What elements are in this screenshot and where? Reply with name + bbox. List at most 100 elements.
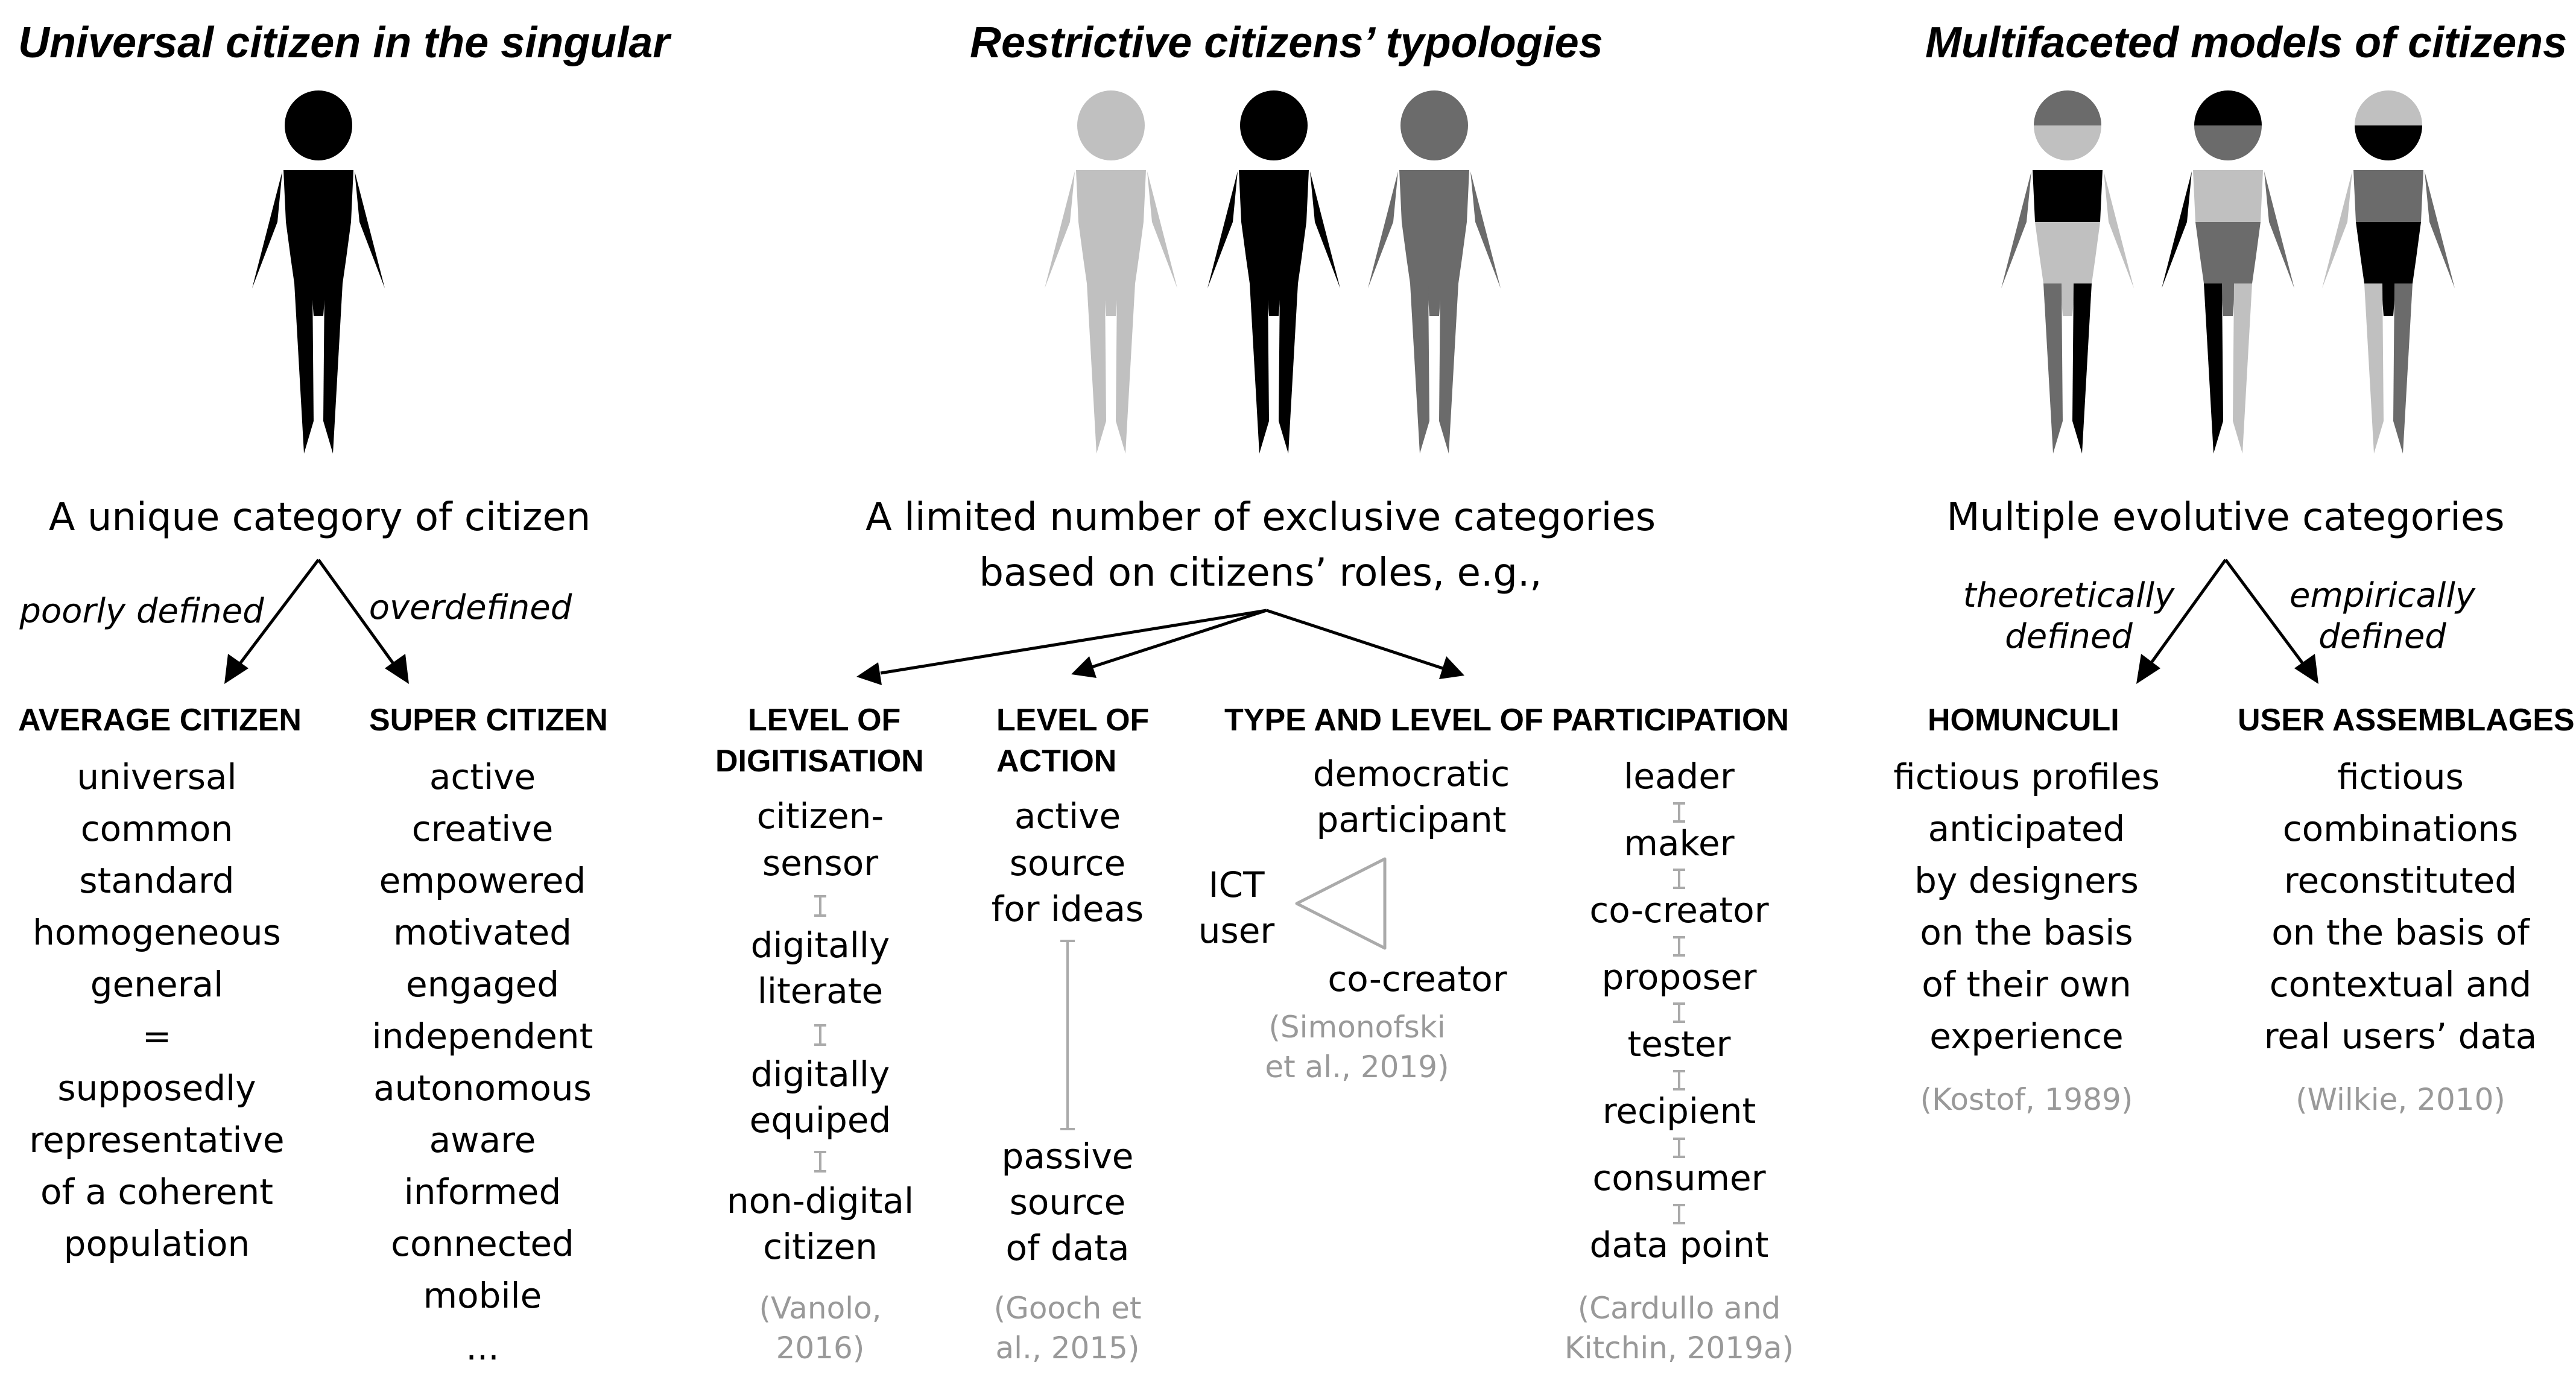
- citation-simonofski-line1: (Simonofski: [1268, 1010, 1446, 1045]
- panel-title-multifaceted: Multifaceted models of citizens: [1925, 19, 2568, 67]
- digitisation-item: literate: [757, 970, 884, 1011]
- list-item: active: [429, 756, 536, 797]
- citizen-figure-mixed-2: [2162, 90, 2294, 454]
- list-item: common: [80, 808, 233, 849]
- ladder-item-co-creator: co-creator: [1589, 890, 1769, 931]
- ladder-item-proposer: proposer: [1601, 957, 1757, 998]
- ladder-item-recipient: recipient: [1602, 1090, 1756, 1132]
- list-item: standard: [79, 860, 235, 901]
- list-item: of their own: [1922, 964, 2131, 1005]
- list-item: combinations: [2282, 808, 2519, 849]
- list-item: by designers: [1914, 860, 2139, 901]
- user-assemblages-list: fictious combinations reconstituted on the …: [2256, 751, 2545, 1062]
- list-item: on the basis of: [2271, 912, 2530, 953]
- list-item: aware: [429, 1119, 536, 1160]
- arrows-multifaceted: [2136, 559, 2318, 684]
- list-item: empowered: [379, 860, 586, 901]
- list-item: experience: [1929, 1016, 2124, 1057]
- action-item-bottom: of data: [1005, 1227, 1130, 1268]
- triangle-node-participant: participant: [1316, 799, 1507, 840]
- edge-label-overdefined: overdefined: [369, 588, 572, 627]
- list-item: creative: [411, 808, 554, 849]
- triangle-node-democratic: democratic: [1312, 753, 1510, 794]
- arrows-universal: [224, 559, 409, 684]
- arrows-restrictive: [856, 609, 1464, 685]
- list-item: mobile: [423, 1275, 542, 1316]
- list-item: independent: [372, 1016, 593, 1057]
- list-item: general: [90, 964, 224, 1005]
- lead-multifaceted: Multiple evolutive categories: [1946, 495, 2505, 540]
- citizen-figure-black: [252, 90, 385, 454]
- heading-average-citizen: AVERAGE CITIZEN: [18, 703, 302, 738]
- list-item: ...: [466, 1327, 499, 1368]
- list-item: engaged: [405, 964, 560, 1005]
- list-item: anticipated: [1928, 808, 2125, 849]
- heading-level-of-action-line2: ACTION: [996, 744, 1117, 779]
- list-item: contextual and: [2269, 964, 2532, 1005]
- digitisation-item: citizen-: [756, 796, 884, 837]
- citation-wilkie: (Wilkie, 2010): [2296, 1082, 2505, 1117]
- lead-restrictive-line2: based on citizens’ roles, e.g.,: [979, 551, 1542, 595]
- action-item-top: active: [1014, 796, 1121, 837]
- list-item: reconstituted: [2283, 860, 2517, 901]
- ladder-item-consumer: consumer: [1592, 1157, 1766, 1198]
- triangle-node-ict: ICT: [1208, 864, 1265, 905]
- edge-label-defined-left: defined: [2005, 617, 2133, 656]
- citizen-figure-black: [1207, 90, 1340, 454]
- heading-type-and-level-of-participation: TYPE AND LEVEL OF PARTICIPATION: [1224, 703, 1790, 738]
- lead-universal: A unique category of citizen: [48, 495, 591, 540]
- action-item-bottom: source: [1009, 1182, 1126, 1223]
- digitisation-connectors: [814, 895, 826, 1173]
- heading-level-of-digitisation-line2: DIGITISATION: [715, 744, 924, 779]
- edge-label-defined-right: defined: [2318, 617, 2446, 656]
- list-item: fictious profiles: [1893, 756, 2160, 797]
- digitisation-item: citizen: [763, 1226, 878, 1267]
- citizen-figure-mixed-3: [2322, 90, 2455, 454]
- digitisation-item: non-digital: [726, 1180, 914, 1221]
- citizen-figure-dark: [1368, 90, 1501, 454]
- list-item: population: [63, 1223, 250, 1264]
- list-item: supposedly: [57, 1068, 256, 1109]
- citation-gooch-line1: (Gooch et: [993, 1291, 1142, 1326]
- digitisation-item: sensor: [762, 843, 879, 884]
- digitisation-item: equiped: [749, 1100, 891, 1141]
- action-connector: [1060, 940, 1075, 1130]
- ladder-item-leader: leader: [1624, 756, 1735, 797]
- citation-gooch-line2: al., 2015): [995, 1331, 1140, 1366]
- citation-vanolo-line1: (Vanolo,: [759, 1291, 882, 1326]
- citation-vanolo-line2: 2016): [776, 1331, 865, 1366]
- citation-cardullo-line1: (Cardullo and: [1577, 1291, 1781, 1326]
- citizen-figure-mixed-1: [2001, 90, 2134, 454]
- ladder-item-tester: tester: [1627, 1024, 1731, 1065]
- super-citizen-list: active creative empowered motivated engaged i…: [338, 751, 627, 1373]
- list-item: of a coherent: [40, 1171, 273, 1212]
- edge-label-theoretically: theoretically: [1963, 576, 2175, 615]
- list-item: real users’ data: [2264, 1016, 2537, 1057]
- list-item: connected: [391, 1223, 574, 1264]
- heading-level-of-action-line1: LEVEL OF: [996, 703, 1150, 738]
- panel-title-restrictive: Restrictive citizens’ typologies: [970, 19, 1603, 67]
- list-item: fictious: [2337, 756, 2464, 797]
- list-item: representative: [29, 1119, 285, 1160]
- digitisation-item: digitally: [750, 1054, 890, 1095]
- participation-triangle: [1295, 857, 1387, 950]
- list-item: informed: [403, 1171, 562, 1212]
- list-item: homogeneous: [33, 912, 281, 953]
- action-item-top: for ideas: [991, 888, 1144, 929]
- list-item: autonomous: [373, 1068, 592, 1109]
- list-item: motivated: [393, 912, 572, 953]
- lead-restrictive-line1: A limited number of exclusive categories: [865, 495, 1656, 540]
- panel-title-universal: Universal citizen in the singular: [18, 19, 670, 67]
- citation-simonofski-line2: et al., 2019): [1265, 1049, 1449, 1084]
- list-item: =: [142, 1016, 172, 1057]
- heading-level-of-digitisation-line1: LEVEL OF: [748, 703, 901, 738]
- homunculi-list: fictious profiles anticipated by designers…: [1870, 751, 2183, 1062]
- digitisation-item: digitally: [750, 925, 890, 966]
- heading-super-citizen: SUPER CITIZEN: [369, 703, 608, 738]
- triangle-node-co-creator: co-creator: [1328, 958, 1507, 999]
- citation-kostof: (Kostof, 1989): [1920, 1082, 2133, 1117]
- citizen-figure-light: [1045, 90, 1177, 454]
